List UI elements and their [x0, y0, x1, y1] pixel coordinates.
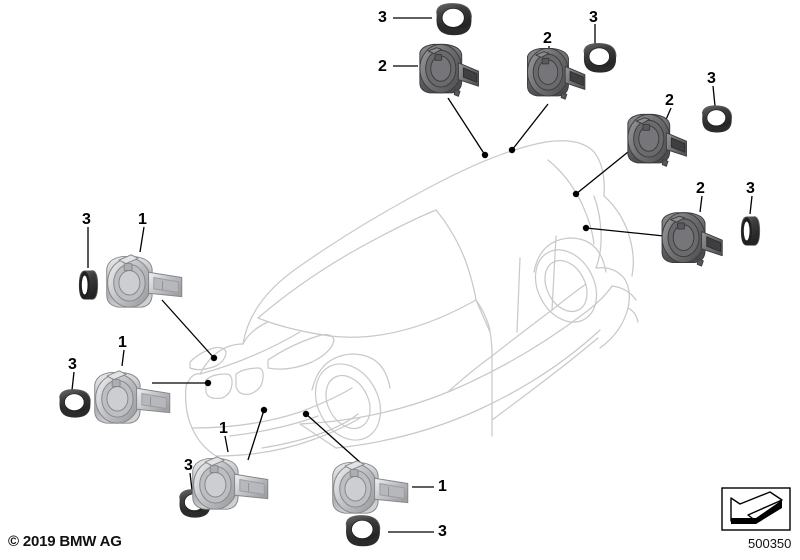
sensor-rear-right-outer: [661, 212, 723, 267]
leader-endpoint-dots: [204, 146, 590, 418]
ring-left-lower: [59, 389, 91, 419]
callout-3-bottom-center: 3: [438, 523, 447, 540]
callout-3-top-right: 3: [589, 9, 598, 26]
arrow-direction-icon: [730, 491, 783, 524]
callout-2-rear-right-outer: 2: [696, 180, 705, 197]
callout-3-bottom-left: 3: [184, 457, 193, 474]
callout-3-right-upper: 3: [707, 70, 716, 87]
callout-3-right-lower: 3: [746, 180, 755, 197]
sensor-front-left-inner: [94, 370, 171, 424]
ring-bottom-center: [345, 515, 381, 547]
sensor-rear-left-outer: [419, 43, 479, 97]
callout-3-top-center: 3: [378, 9, 387, 26]
car-outline: [185, 140, 639, 457]
callout-3-left-upper: 3: [82, 211, 91, 228]
ring-right-lower: [740, 216, 761, 246]
sensor-front-center-left: [192, 456, 269, 510]
callout-2-rear-left-inner: 2: [543, 30, 552, 47]
diagram-number: 500350: [748, 536, 792, 551]
callout-1-front-center-left: 1: [219, 420, 228, 437]
callout-3-left-lower: 3: [68, 356, 77, 373]
ring-left-upper: [78, 270, 99, 300]
callout-2-rear-left-outer: 2: [378, 58, 387, 75]
sensor-front-center-right: [332, 460, 409, 514]
callout-1-front-left-outer: 1: [138, 211, 147, 228]
orientation-icon-box: [721, 487, 791, 531]
callout-2-rear-right-inner: 2: [665, 92, 674, 109]
ring-right-upper: [701, 105, 733, 133]
leader-lines: [71, 17, 753, 533]
ring-top-center: [436, 3, 472, 36]
callout-1-front-center-right: 1: [438, 478, 447, 495]
ring-top-right: [583, 43, 617, 74]
sensor-rear-left-inner: [527, 47, 586, 100]
callout-1-front-left-inner: 1: [118, 334, 127, 351]
sensor-rear-right-inner: [627, 113, 687, 167]
sensor-front-left-outer: [106, 254, 183, 308]
copyright-text: © 2019 BMW AG: [8, 533, 122, 550]
